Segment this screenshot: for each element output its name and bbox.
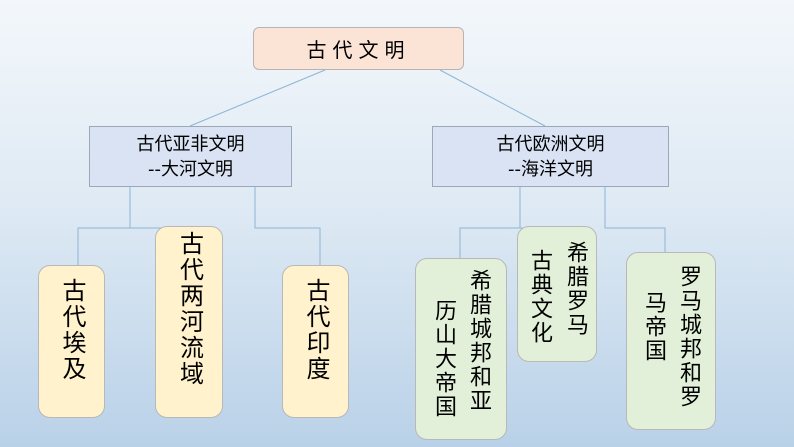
leaf-greco-roman-culture-col2: 古典文化 [527, 249, 552, 345]
root-label: 古代文明 [306, 38, 411, 62]
leaf-ancient-india: 古代印度 [282, 265, 349, 418]
leaf-greek-city-states-col1: 希腊城邦和亚 [466, 269, 491, 413]
root-node: 古代文明 [253, 27, 464, 70]
category-europe: 古代欧洲文明 --海洋文明 [432, 126, 669, 187]
leaf-roman-empire-col2: 马帝国 [641, 291, 666, 363]
category-europe-subtitle: --海洋文明 [508, 158, 593, 180]
category-asia-africa-title: 古代亚非文明 [136, 133, 245, 155]
leaf-roman-empire: 罗马城邦和罗 马帝国 [626, 252, 716, 430]
leaf-greek-city-states-col2: 历山大帝国 [431, 299, 456, 419]
leaf-greek-city-states: 希腊城邦和亚 历山大帝国 [415, 258, 507, 440]
leaf-roman-empire-col1: 罗马城邦和罗 [676, 265, 701, 409]
leaf-mesopotamia-label: 古代两河流域 [175, 231, 204, 387]
leaf-ancient-egypt-label: 古代埃及 [58, 278, 86, 382]
leaf-greco-roman-culture: 希腊罗马 古典文化 [517, 226, 597, 362]
category-europe-title: 古代欧洲文明 [496, 133, 605, 155]
leaf-greco-roman-culture-col1: 希腊罗马 [563, 241, 588, 337]
category-asia-africa-subtitle: --大河文明 [148, 158, 233, 180]
category-asia-africa: 古代亚非文明 --大河文明 [89, 126, 292, 187]
leaf-ancient-india-label: 古代印度 [302, 278, 330, 382]
leaf-mesopotamia: 古代两河流域 [155, 226, 223, 418]
leaf-ancient-egypt: 古代埃及 [38, 265, 105, 418]
